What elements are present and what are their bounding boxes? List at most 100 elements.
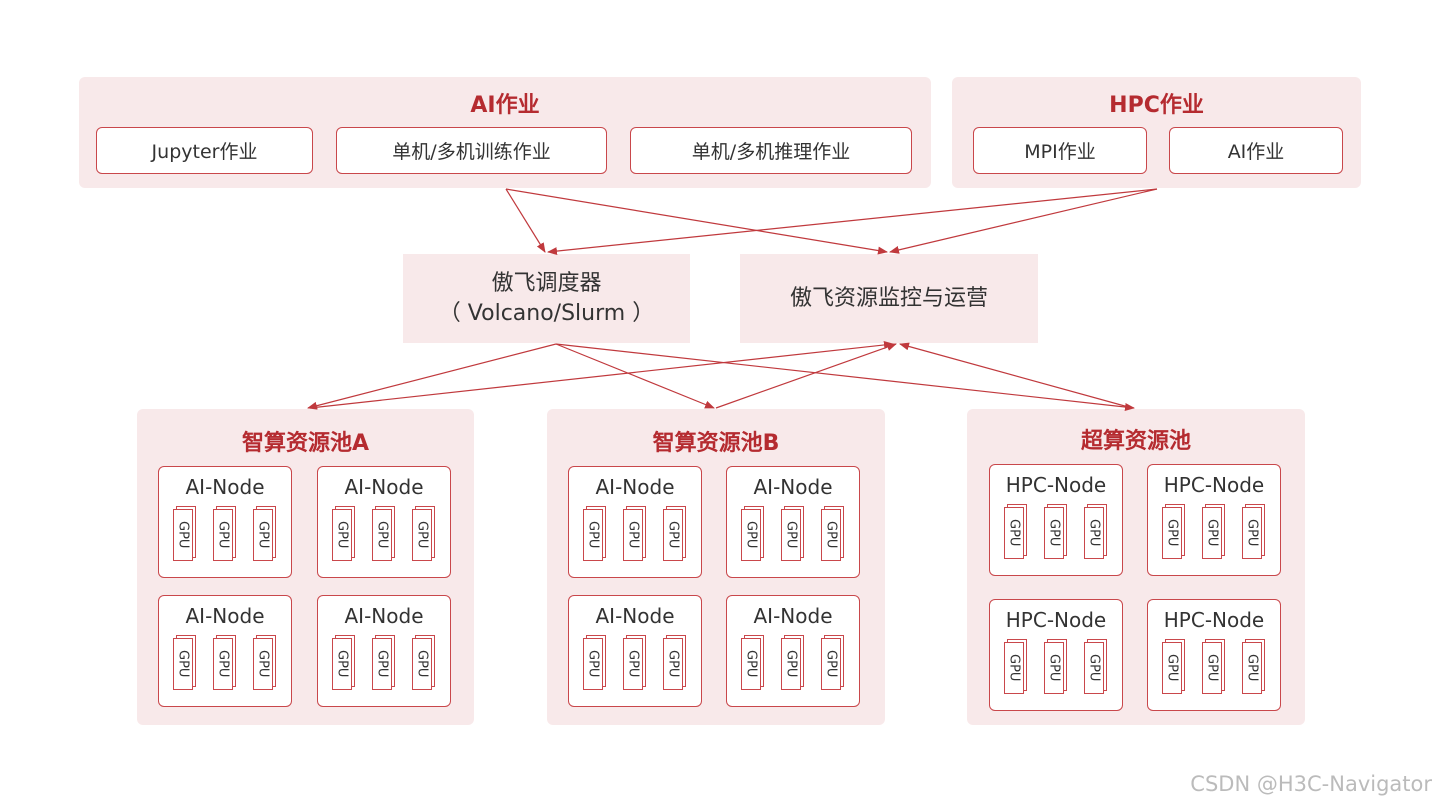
- node-label: AI-Node: [595, 475, 675, 499]
- training-job-box: 单机/多机训练作业: [336, 127, 607, 174]
- gpu-card-front: GPU: [412, 638, 432, 690]
- arrow-scheduler-to-pool-b: [555, 343, 715, 409]
- gpu-card: GPU: [741, 635, 765, 694]
- node-label: HPC-Node: [1163, 473, 1265, 497]
- gpu-card: GPU: [253, 635, 277, 694]
- gpu-card: GPU: [663, 506, 687, 565]
- gpu-card: GPU: [1084, 639, 1108, 698]
- gpu-card-front: GPU: [1084, 507, 1104, 559]
- gpu-card-front: GPU: [741, 509, 761, 561]
- gpu-label: GPU: [1204, 519, 1220, 547]
- gpu-card: GPU: [1202, 504, 1226, 563]
- gpu-label: GPU: [1204, 654, 1220, 682]
- monitor-box: 傲飞资源监控与运营: [740, 254, 1038, 343]
- gpu-label: GPU: [414, 521, 430, 549]
- gpu-card-front: GPU: [1044, 507, 1064, 559]
- gpu-card: GPU: [1202, 639, 1226, 698]
- gpu-card-front: GPU: [663, 509, 683, 561]
- node-label: AI-Node: [185, 604, 265, 628]
- arrow-pool-hpc-to-monitor: [899, 342, 1133, 409]
- ai-jobs-title: AI作业: [470, 93, 540, 118]
- gpu-card: GPU: [821, 506, 845, 565]
- node-label: AI-Node: [753, 604, 833, 628]
- gpu-card-front: GPU: [173, 638, 193, 690]
- gpu-card: GPU: [372, 506, 396, 565]
- gpu-label: GPU: [334, 521, 350, 549]
- gpu-card: GPU: [253, 506, 277, 565]
- node-label: HPC-Node: [1005, 608, 1107, 632]
- gpu-label: GPU: [783, 650, 799, 678]
- gpu-card: GPU: [332, 635, 356, 694]
- gpu-card: GPU: [741, 506, 765, 565]
- pool-title: 智算资源池B: [652, 431, 780, 456]
- gpu-card-front: GPU: [372, 509, 392, 561]
- gpu-card: GPU: [1084, 504, 1108, 563]
- gpu-label: GPU: [665, 650, 681, 678]
- gpu-card-front: GPU: [1044, 642, 1064, 694]
- gpu-label: GPU: [823, 521, 839, 549]
- gpu-label: GPU: [1164, 654, 1180, 682]
- gpu-row: GPU GPU GPU: [318, 506, 450, 565]
- arrow-hpc-to-monitor: [889, 188, 1158, 254]
- gpu-card: GPU: [1162, 639, 1186, 698]
- gpu-row: GPU GPU GPU: [990, 639, 1122, 698]
- gpu-label: GPU: [215, 650, 231, 678]
- gpu-card-front: GPU: [781, 509, 801, 561]
- gpu-row: GPU GPU GPU: [727, 635, 859, 694]
- gpu-label: GPU: [334, 650, 350, 678]
- gpu-card: GPU: [623, 506, 647, 565]
- gpu-card: GPU: [821, 635, 845, 694]
- node-label: AI-Node: [344, 604, 424, 628]
- gpu-label: GPU: [215, 521, 231, 549]
- gpu-label: GPU: [374, 521, 390, 549]
- gpu-label: GPU: [743, 521, 759, 549]
- gpu-card-front: GPU: [1004, 642, 1024, 694]
- hpc-jobs-title: HPC作业: [1109, 93, 1204, 118]
- gpu-card: GPU: [623, 635, 647, 694]
- gpu-card: GPU: [412, 635, 436, 694]
- gpu-card-front: GPU: [1084, 642, 1104, 694]
- gpu-label: GPU: [255, 521, 271, 549]
- arrow-ai-to-monitor: [505, 188, 888, 255]
- gpu-label: GPU: [175, 521, 191, 549]
- gpu-card-front: GPU: [623, 638, 643, 690]
- pool-title: 智算资源池A: [241, 431, 370, 456]
- gpu-card-front: GPU: [332, 638, 352, 690]
- gpu-card-front: GPU: [213, 509, 233, 561]
- node-label: HPC-Node: [1163, 608, 1265, 632]
- gpu-card-front: GPU: [583, 638, 603, 690]
- gpu-label: GPU: [1086, 519, 1102, 547]
- gpu-label: GPU: [625, 650, 641, 678]
- gpu-card-front: GPU: [1162, 642, 1182, 694]
- gpu-label: GPU: [585, 650, 601, 678]
- gpu-card-front: GPU: [253, 509, 273, 561]
- gpu-label: GPU: [1244, 654, 1260, 682]
- gpu-label: GPU: [1046, 654, 1062, 682]
- gpu-label: GPU: [783, 521, 799, 549]
- gpu-label: GPU: [1086, 654, 1102, 682]
- scheduler-box: 傲飞调度器 （ Volcano/Slurm ）: [403, 254, 690, 343]
- gpu-label: GPU: [585, 521, 601, 549]
- gpu-card-front: GPU: [253, 638, 273, 690]
- arrow-ai-to-scheduler: [505, 188, 546, 253]
- gpu-card: GPU: [1004, 639, 1028, 698]
- gpu-label: GPU: [255, 650, 271, 678]
- gpu-card: GPU: [332, 506, 356, 565]
- gpu-label: GPU: [1006, 519, 1022, 547]
- gpu-card-front: GPU: [1004, 507, 1024, 559]
- arrow-hpc-to-scheduler: [547, 188, 1158, 256]
- node-label: AI-Node: [753, 475, 833, 499]
- gpu-card: GPU: [583, 635, 607, 694]
- gpu-card-front: GPU: [213, 638, 233, 690]
- gpu-card: GPU: [1162, 504, 1186, 563]
- gpu-card-front: GPU: [372, 638, 392, 690]
- gpu-card: GPU: [781, 506, 805, 565]
- arrow-scheduler-to-pool-hpc: [555, 343, 1135, 411]
